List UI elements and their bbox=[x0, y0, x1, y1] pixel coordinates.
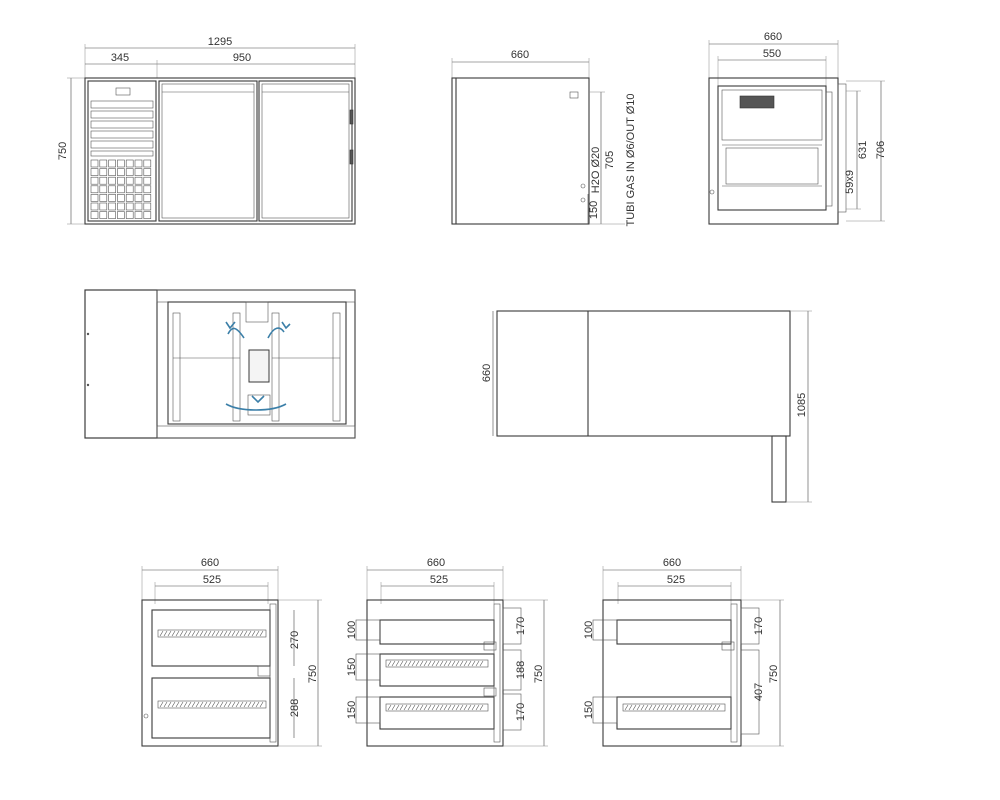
sec1-dim-270: 270 bbox=[289, 631, 301, 649]
sec1-hatch-bottom bbox=[157, 700, 267, 709]
sec2-dim-170a: 170 bbox=[515, 617, 527, 635]
section-three-drawers: 660 525 100 150 150 170 188 170 750 bbox=[346, 557, 548, 747]
back-dim-660: 660 bbox=[764, 31, 782, 43]
sec2-body bbox=[366, 599, 504, 747]
sec3-dim-407: 407 bbox=[753, 683, 765, 701]
side-h2o: H2O Ø20 bbox=[590, 147, 602, 193]
plan-top-body bbox=[496, 310, 791, 437]
sec1-drawer-top bbox=[151, 609, 271, 667]
sec2-hatch-bottom bbox=[385, 703, 489, 712]
dim-750: 750 bbox=[57, 142, 69, 160]
back-dim-631: 631 bbox=[857, 141, 869, 159]
sec2-dim-100: 100 bbox=[346, 621, 358, 639]
sec1-dim-660: 660 bbox=[201, 557, 219, 569]
top-plan-view: 660 1085 bbox=[481, 310, 812, 503]
sec3-dim-100: 100 bbox=[583, 621, 595, 639]
back-dim-550: 550 bbox=[763, 48, 781, 60]
sec3-drawer-bottom bbox=[616, 696, 732, 730]
sec1-dim-525: 525 bbox=[203, 574, 221, 586]
sec3-dim-150: 150 bbox=[583, 701, 595, 719]
sec2-drawer-bottom bbox=[379, 696, 495, 730]
side-dim-705: 705 bbox=[604, 151, 616, 169]
sec1-body bbox=[141, 599, 279, 747]
sec2-dim-170b: 170 bbox=[515, 703, 527, 721]
side-view: 660 150 H2O Ø20 705 TUBI GAS IN Ø6/OUT Ø… bbox=[451, 49, 637, 227]
sec2-hatch-mid bbox=[385, 659, 489, 668]
sec2-drawer-top bbox=[379, 619, 495, 645]
door-left bbox=[158, 80, 258, 222]
sec3-dim-660: 660 bbox=[663, 557, 681, 569]
sec2-dim-188: 188 bbox=[515, 661, 527, 679]
sec1-dim-288: 288 bbox=[289, 699, 301, 717]
back-dim-grille: 59x9 bbox=[844, 170, 856, 194]
sec1-dim-750: 750 bbox=[307, 665, 319, 683]
side-dim-150: 150 bbox=[588, 201, 600, 219]
sec2-dim-750: 750 bbox=[533, 665, 545, 683]
back-view: 660 550 631 706 59x9 bbox=[708, 31, 887, 225]
vent-grid bbox=[90, 159, 152, 219]
dim-950: 950 bbox=[233, 52, 251, 64]
door-right bbox=[258, 80, 353, 222]
sec2-dim-150a: 150 bbox=[346, 658, 358, 676]
front-body bbox=[84, 77, 356, 225]
dim-345: 345 bbox=[111, 52, 129, 64]
sec3-dim-170: 170 bbox=[753, 617, 765, 635]
sec3-dim-525: 525 bbox=[667, 574, 685, 586]
section-mixed: 660 525 100 150 170 407 750 bbox=[583, 557, 784, 747]
side-gas: TUBI GAS IN Ø6/OUT Ø10 bbox=[625, 93, 637, 226]
sec3-dim-750: 750 bbox=[768, 665, 780, 683]
sec2-dim-150b: 150 bbox=[346, 701, 358, 719]
side-body bbox=[451, 77, 590, 225]
plan-dim-660: 660 bbox=[481, 364, 493, 382]
section-two-drawers: 660 525 270 288 750 bbox=[141, 557, 322, 747]
sec2-dim-660: 660 bbox=[427, 557, 445, 569]
side-dim-660: 660 bbox=[511, 49, 529, 61]
sec3-hatch-bottom bbox=[622, 703, 726, 712]
plan-section bbox=[84, 289, 356, 439]
sec2-dim-525: 525 bbox=[430, 574, 448, 586]
dim-1295: 1295 bbox=[208, 36, 232, 48]
sec2-drawer-mid bbox=[379, 653, 495, 687]
sec3-drawer-top bbox=[616, 619, 732, 645]
sec3-body bbox=[602, 599, 742, 747]
front-view: 1295 345 950 750 bbox=[57, 36, 356, 225]
control-panel bbox=[87, 80, 157, 222]
sec1-hatch-top bbox=[157, 629, 267, 638]
plan-body bbox=[84, 289, 356, 439]
back-dim-706: 706 bbox=[875, 141, 887, 159]
plan-dim-1085: 1085 bbox=[796, 393, 808, 417]
